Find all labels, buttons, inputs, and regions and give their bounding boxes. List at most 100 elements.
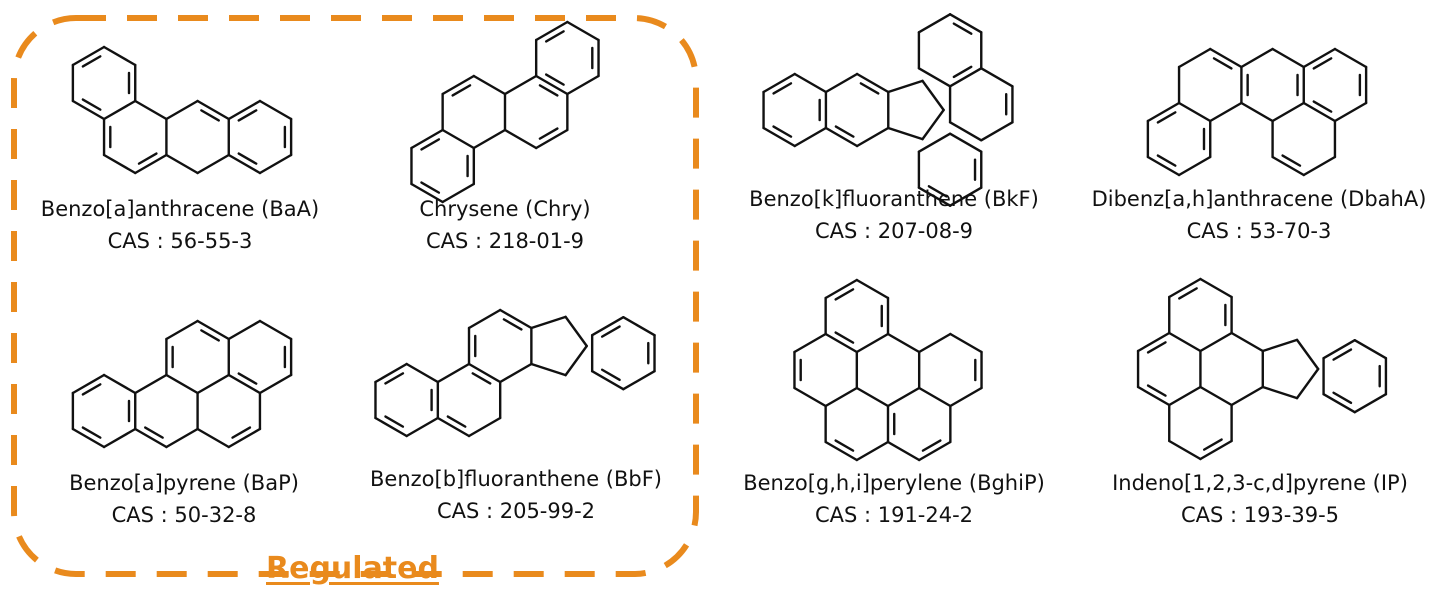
bond [196, 153, 230, 175]
bond [498, 362, 533, 384]
bond [590, 370, 625, 391]
bond [441, 182, 476, 204]
bond [917, 13, 952, 34]
molecule-name-bap: Benzo[a]pyrene (BaP) [69, 471, 299, 495]
bond [534, 74, 569, 96]
bond [949, 386, 983, 408]
bond [410, 128, 444, 150]
double-bond [1156, 154, 1177, 167]
bond [165, 373, 199, 395]
bond [793, 332, 827, 354]
cas-number-bap: CAS : 50-32-8 [111, 503, 257, 527]
bond [566, 20, 600, 42]
bond [227, 319, 262, 341]
bond [534, 128, 569, 150]
bond [1230, 331, 1264, 353]
caption-bbf: Benzo[b]fluoranthene (BbF) CAS : 205-99-… [344, 463, 688, 527]
caption-baa: Benzo[a]anthracene (BaA) CAS : 56-55-3 [10, 193, 350, 257]
bond [1295, 367, 1320, 400]
bond [71, 45, 106, 67]
bond [824, 386, 859, 408]
bond [374, 416, 408, 438]
bond [824, 72, 859, 94]
double-bond [600, 368, 621, 382]
bond [1146, 101, 1181, 123]
cas-number-bkf: CAS : 207-08-9 [814, 219, 974, 243]
bond [887, 126, 924, 141]
bond [227, 427, 262, 449]
bond [467, 308, 502, 330]
double-bond [231, 426, 252, 439]
double-bond [538, 127, 559, 140]
bond [196, 373, 230, 395]
regulated-group-box [11, 15, 699, 577]
bond [1168, 277, 1202, 299]
cas-number-dbaha: CAS : 53-70-3 [1186, 219, 1332, 243]
bond [917, 186, 952, 207]
bond [503, 128, 538, 150]
bond [1177, 101, 1212, 123]
bond [1271, 101, 1305, 123]
double-bond [384, 372, 405, 385]
double-bond [237, 372, 258, 385]
bond [1199, 277, 1233, 299]
double-bond [137, 152, 158, 165]
bond [917, 440, 952, 462]
bond [917, 132, 952, 153]
bond [855, 278, 890, 300]
bond [227, 373, 262, 395]
bond [472, 128, 507, 150]
bond [374, 362, 408, 384]
double-bond [952, 22, 973, 35]
bond [762, 126, 796, 148]
bond [1302, 47, 1337, 69]
double-bond [538, 84, 559, 97]
bond [622, 370, 656, 391]
bond [467, 362, 502, 384]
bond [921, 79, 945, 112]
double-bond [1178, 287, 1198, 300]
bond [1333, 101, 1368, 123]
bond [980, 67, 1014, 88]
caption-ip: Indeno[1,2,3-c,d]pyrene (IP) CAS : 193-3… [1080, 467, 1440, 531]
bond [948, 186, 983, 207]
bond [1230, 385, 1264, 407]
bond [498, 308, 533, 330]
double-bond [1312, 100, 1333, 113]
double-bond [772, 82, 793, 95]
structure-dbaha [1146, 47, 1368, 177]
bond [564, 344, 588, 377]
double-bond [81, 98, 102, 111]
bond [762, 72, 796, 94]
cas-number-bbf: CAS : 205-99-2 [436, 499, 596, 523]
double-bond [859, 82, 880, 95]
double-bond [927, 185, 948, 198]
molecule-name-bbf: Benzo[b]fluoranthene (BbF) [370, 467, 662, 491]
bond [855, 440, 890, 462]
bond [134, 99, 168, 121]
bond [196, 427, 230, 449]
double-bond [1146, 384, 1167, 397]
structure-bap [71, 319, 293, 449]
bond [165, 319, 199, 341]
bond [948, 13, 983, 34]
double-bond [471, 372, 492, 385]
double-bond [384, 415, 405, 428]
bond [1177, 155, 1212, 177]
double-bond [81, 55, 102, 68]
structure-bkf [762, 13, 1014, 207]
bond [436, 362, 471, 384]
bond [1271, 47, 1305, 69]
bond [566, 74, 600, 96]
bond [855, 126, 890, 148]
caption-bap: Benzo[a]pyrene (BaP) CAS : 50-32-8 [24, 467, 344, 531]
bond [1168, 331, 1202, 353]
molecule-name-chry: Chrysene (Chry) [419, 197, 591, 221]
bond [622, 316, 656, 337]
cas-number-bghip: CAS : 191-24-2 [814, 503, 974, 527]
bond [1322, 339, 1356, 360]
double-bond [420, 181, 441, 194]
double-bond [420, 138, 441, 151]
bond [134, 373, 168, 395]
bond [405, 416, 440, 438]
